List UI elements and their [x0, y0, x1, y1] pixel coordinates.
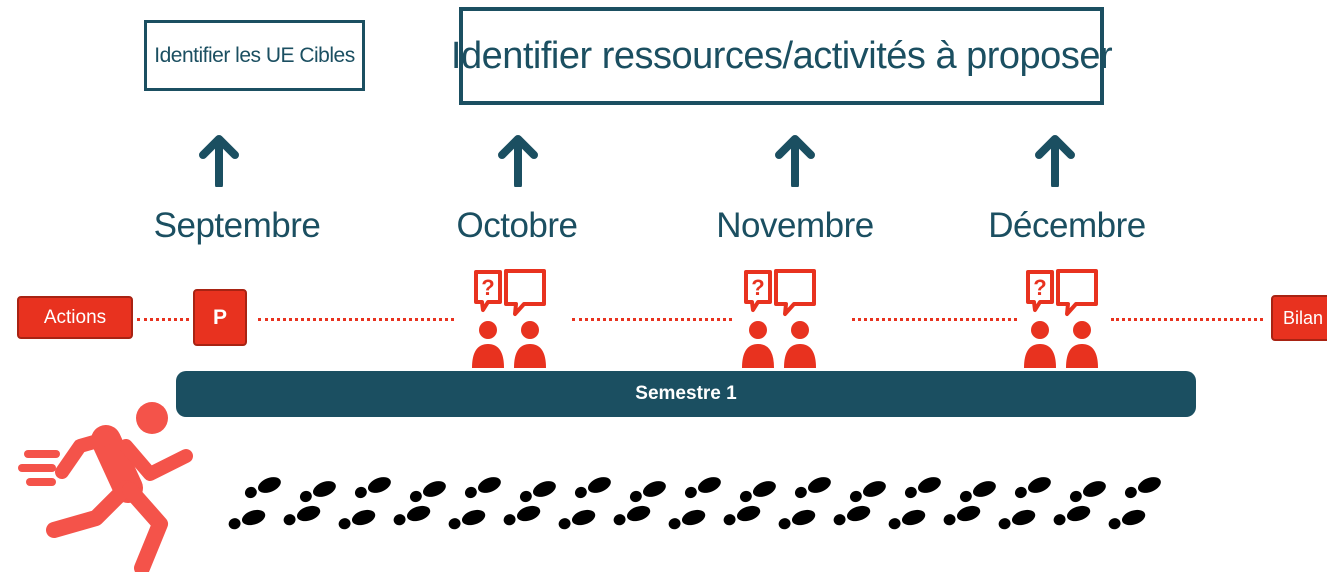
up-arrow-icon: [199, 135, 239, 187]
month-label-december: Décembre: [988, 206, 1146, 245]
dotted-connector: [137, 318, 189, 321]
up-arrow-icon: [498, 135, 538, 187]
semester-bar: Semestre 1: [176, 371, 1196, 417]
up-arrow-icon: [1035, 135, 1075, 187]
identify-ue-box: Identifier les UE Cibles: [144, 20, 365, 91]
svg-text:?: ?: [751, 275, 764, 300]
dotted-connector: [852, 318, 1017, 321]
svg-text:?: ?: [1033, 275, 1046, 300]
svg-text:?: ?: [481, 275, 494, 300]
runner-icon: [18, 402, 193, 572]
month-label-september: Septembre: [153, 206, 321, 245]
month-label-october: Octobre: [456, 206, 579, 245]
semester-label: Semestre 1: [635, 383, 737, 404]
identify-resources-box: Identifier ressources/activités à propos…: [451, 7, 1113, 105]
month-label-november: Novembre: [716, 206, 874, 245]
bilan-tag: Bilan: [1271, 295, 1327, 341]
dotted-connector: [572, 318, 732, 321]
actions-tag: Actions: [17, 296, 133, 339]
discussion-icon: ?: [472, 269, 546, 368]
dotted-connector: [258, 318, 454, 321]
footprints-icon: [228, 477, 1161, 530]
up-arrow-icon: [775, 135, 815, 187]
discussion-icon: ?: [1024, 269, 1098, 368]
p-tag: P: [193, 289, 247, 346]
discussion-icon: ?: [742, 269, 816, 368]
dotted-connector: [1111, 318, 1263, 321]
